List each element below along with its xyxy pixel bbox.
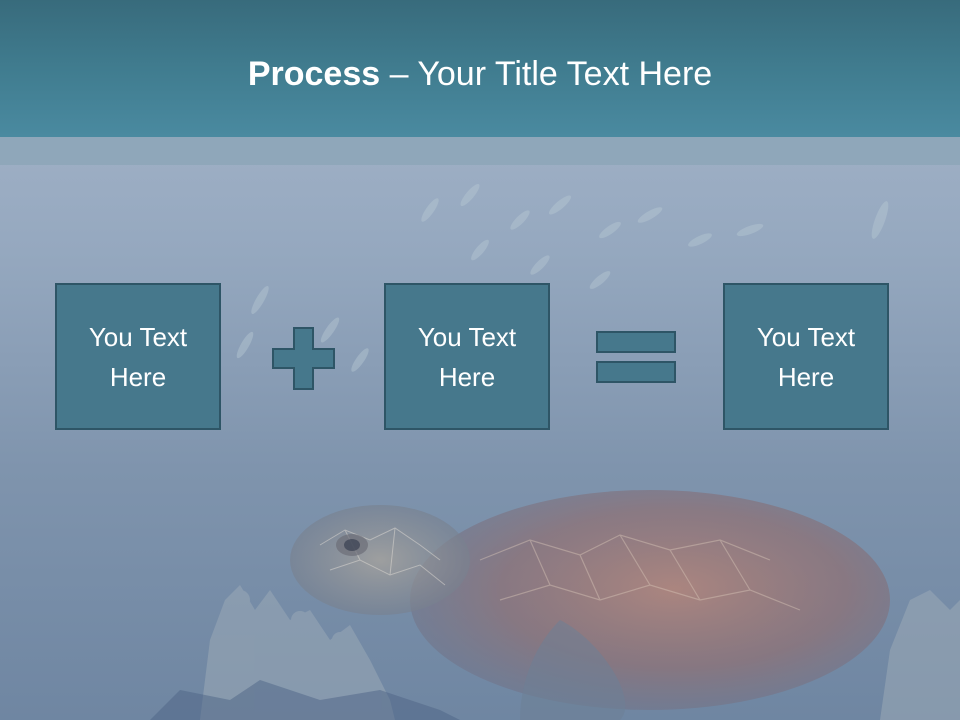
header-strip	[0, 137, 960, 165]
process-box-2: You Text Here	[384, 283, 550, 430]
process-box-1-text: You Text Here	[88, 321, 188, 392]
process-box-3-text: You Text Here	[756, 321, 856, 392]
process-box-3: You Text Here	[723, 283, 889, 430]
equals-icon	[596, 331, 676, 383]
title-rest: – Your Title Text Here	[380, 55, 713, 93]
process-box-1: You Text Here	[55, 283, 221, 430]
slide-title: Process – Your Title Text Here	[0, 52, 960, 96]
title-bold: Process	[247, 55, 381, 93]
plus-icon	[272, 327, 335, 390]
process-box-2-text: You Text Here	[417, 321, 517, 392]
header-bar	[0, 0, 960, 137]
